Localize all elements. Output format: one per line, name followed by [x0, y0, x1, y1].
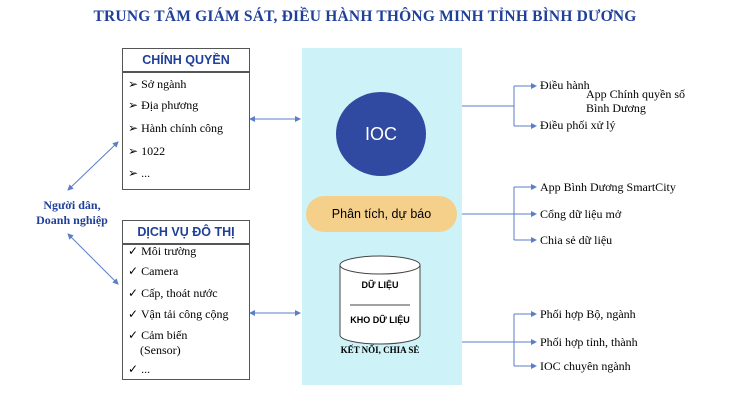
output-data-sharing: Chia sẻ dữ liệu: [540, 233, 613, 247]
government-item: ➢ Hành chính công: [128, 121, 224, 135]
ioc-node: IOC: [336, 92, 426, 176]
urban-list: [122, 244, 250, 380]
output-ministries: Phối hợp Bộ, ngành: [540, 307, 636, 321]
people-line-2: Doanh nghiệp: [36, 213, 108, 227]
urban-item: ✓ Camera: [128, 264, 179, 278]
government-item: ➢ Sở ngành: [128, 77, 187, 91]
database-label-warehouse: KHO DỮ LIỆU: [350, 315, 410, 325]
database-icon: [339, 255, 421, 345]
check-icon: ✓: [128, 362, 142, 376]
arrow-right-icon: ➢: [128, 98, 142, 112]
database-caption: KẾT NỐI, CHIA SẺ: [340, 345, 420, 355]
output-provinces: Phối hợp tỉnh, thành: [540, 335, 638, 349]
people-node: Người dân, Doanh nghiệp: [20, 198, 124, 228]
analysis-node: Phân tích, dự báo: [306, 196, 457, 232]
output-smartcity-app: App Bình Dương SmartCity: [540, 180, 676, 194]
output-app-gov: App Chính quyền số: [586, 87, 685, 101]
check-icon: ✓: [128, 244, 142, 258]
urban-item: ✓ Cấp, thoát nước: [128, 286, 218, 300]
output-coordination: Điều phối xử lý: [540, 118, 616, 132]
page-title: TRUNG TÂM GIÁM SÁT, ĐIỀU HÀNH THÔNG MINH…: [93, 8, 637, 25]
arrow-right-icon: ➢: [128, 77, 142, 91]
government-header-box: CHÍNH QUYỀN: [122, 48, 250, 72]
check-icon: ✓: [128, 307, 141, 321]
check-icon: ✓: [128, 328, 142, 342]
arrow-right-icon: ➢: [128, 121, 142, 135]
output-open-data: Cổng dữ liệu mở: [540, 207, 622, 221]
urban-item-continued: (Sensor): [140, 343, 181, 357]
urban-header: DỊCH VỤ ĐÔ THỊ: [137, 225, 235, 239]
government-item: ➢ Địa phương: [128, 98, 199, 112]
urban-header-box: DỊCH VỤ ĐÔ THỊ: [122, 220, 250, 244]
check-icon: ✓: [128, 286, 142, 300]
urban-item: ✓ ...: [128, 362, 151, 376]
check-icon: ✓: [128, 264, 142, 278]
output-specialized-ioc: IOC chuyên ngành: [540, 359, 631, 373]
connector-people-urban: [67, 233, 119, 285]
output-app-gov-line2: Bình Dương: [586, 101, 646, 115]
database-label-data: DỮ LIỆU: [361, 280, 399, 290]
urban-item: ✓ Môi trường: [128, 244, 197, 258]
output-operation: Điều hành: [540, 78, 590, 92]
urban-item: ✓ Cảm biến: [128, 328, 188, 342]
government-header: CHÍNH QUYỀN: [142, 53, 230, 67]
government-item: ➢ 1022: [128, 144, 166, 158]
urban-item: ✓ Vận tải công cộng: [128, 307, 229, 321]
people-line-1: Người dân,: [43, 198, 101, 212]
government-list: [122, 72, 250, 190]
government-item: ➢ ...: [128, 166, 151, 180]
connector-people-gov: [67, 141, 119, 191]
arrow-right-icon: ➢: [128, 166, 142, 180]
arrow-right-icon: ➢: [128, 144, 142, 158]
